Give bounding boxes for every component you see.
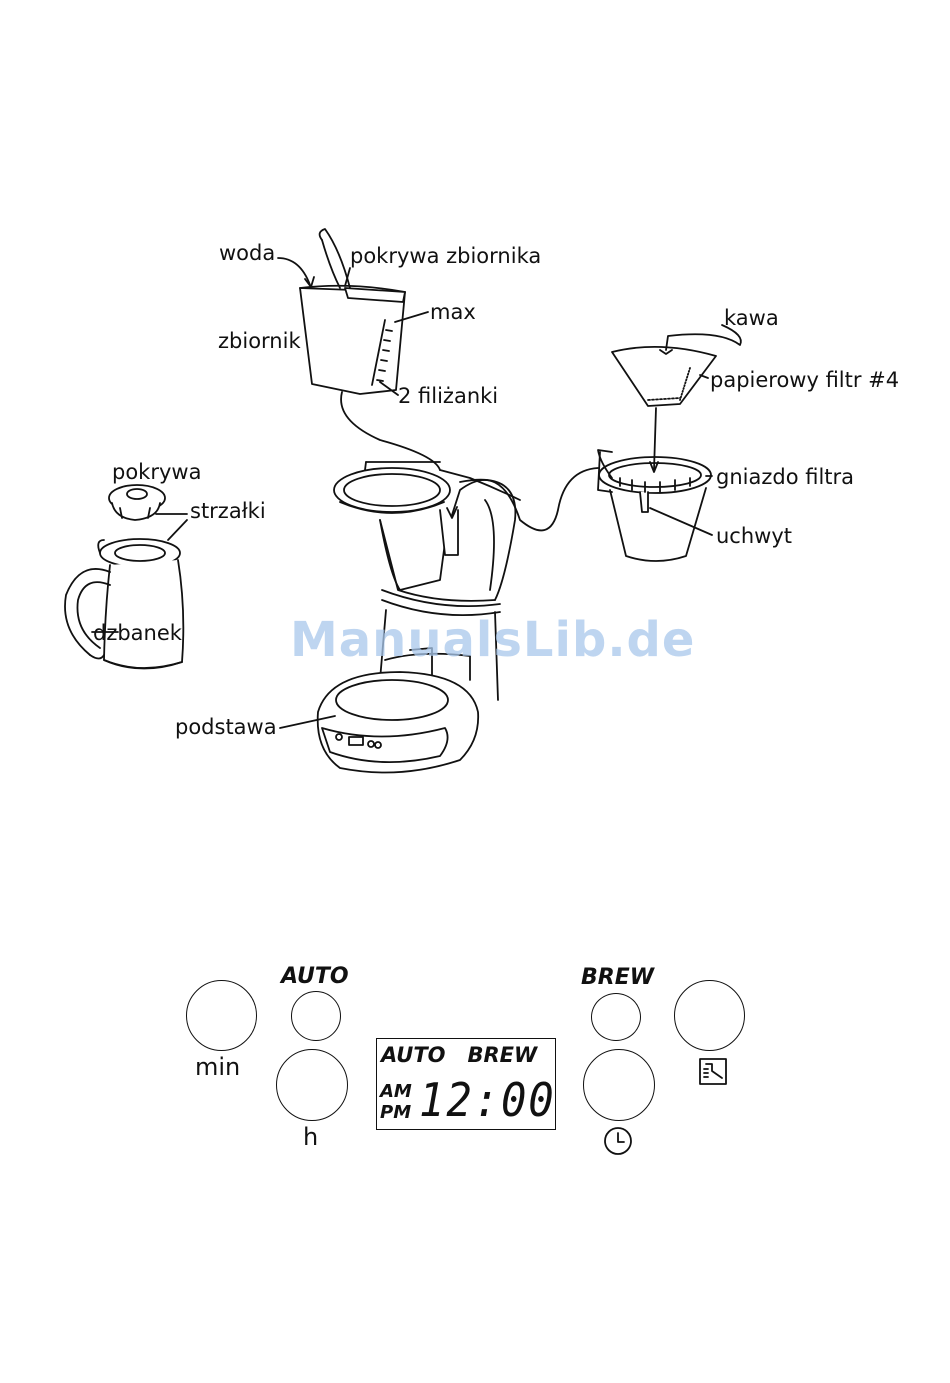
label-woda: woda [219,243,275,264]
label-max: max [430,302,476,323]
descale-icon [700,1059,726,1084]
auto-label: AUTO [281,966,349,988]
lcd-time: 12:00 [419,1077,556,1123]
brew-label: BREW [581,967,654,989]
paper-filter [612,347,716,406]
lcd-am: AM [380,1081,412,1102]
auto-button[interactable] [291,991,341,1041]
label-podstawa: podstawa [175,717,277,738]
clock-icon [605,1128,631,1154]
carafe [65,539,183,669]
label-gniazdo-filtra: gniazdo filtra [716,467,854,488]
arrow-woda [278,258,310,285]
clock-button[interactable] [583,1049,655,1121]
label-dzbanek: dzbanek [93,623,182,644]
hour-button[interactable] [276,1049,348,1121]
lcd-mode-text: AUTO BREW [381,1043,537,1067]
watermark: ManualsLib.de [290,612,695,668]
brew-button[interactable] [591,993,641,1041]
base [318,672,479,773]
label-zbiornik: zbiornik [218,331,301,352]
lcd-pm: PM [380,1102,411,1123]
label-pokrywa-zbiornika: pokrywa zbiornika [350,246,541,267]
lcd-display: AUTO BREW AM PM 12:00 [376,1038,556,1130]
line-holder-to-maker [452,468,598,530]
label-strzalki: strzałki [190,501,266,522]
min-button[interactable] [186,980,257,1051]
label-kawa: kawa [724,308,779,329]
label-pokrywa: pokrywa [112,462,201,483]
h-label: h [303,1125,318,1149]
label-papierowy-filtr: papierowy filtr #4 [710,370,899,391]
descale-button[interactable] [674,980,745,1051]
label-2-filizanki: 2 filiżanki [398,386,498,407]
min-label: min [195,1055,240,1079]
label-uchwyt: uchwyt [716,526,792,547]
